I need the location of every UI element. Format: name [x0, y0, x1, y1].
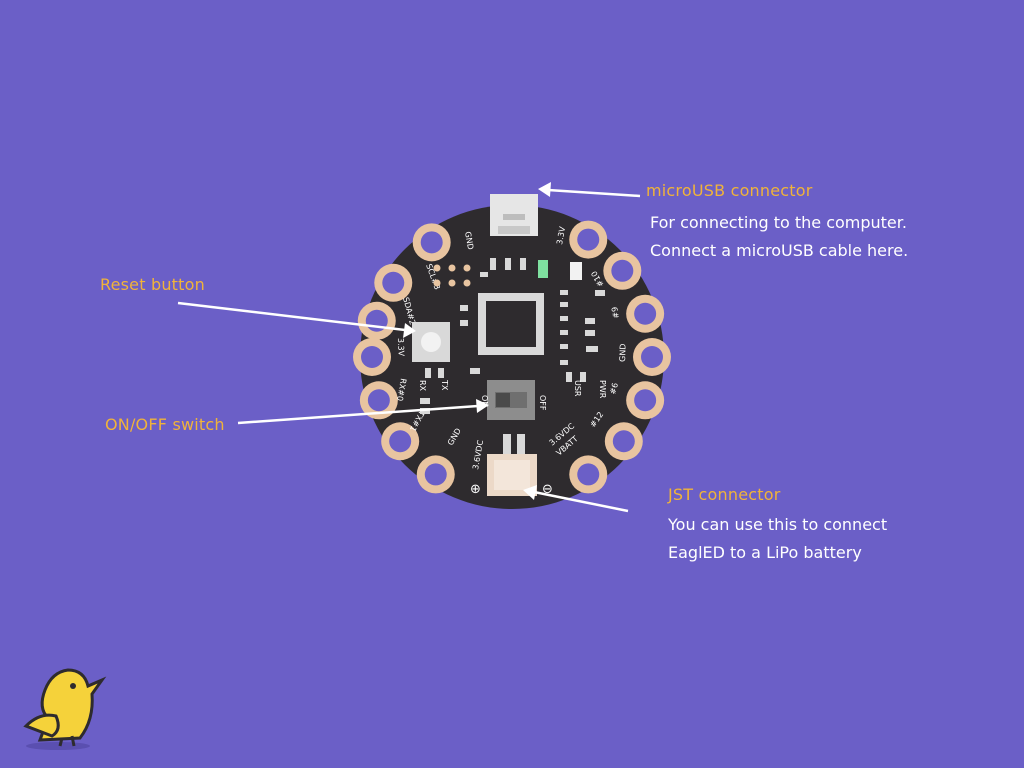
yellow-bird-icon — [23, 668, 107, 750]
microusb-line-1: For connecting to the computer. — [650, 213, 907, 232]
usr-label: USR — [573, 380, 582, 397]
plus-polarity: ⊕ — [470, 482, 481, 497]
pin-label: GND — [618, 343, 628, 362]
rx-label: RX — [418, 380, 427, 392]
pwr-label: PWR — [598, 380, 607, 399]
minus-polarity: ⊖ — [542, 482, 553, 497]
microusb-title: microUSB connector — [646, 181, 813, 200]
pin-label: GND — [463, 231, 475, 251]
board-pad-hole — [361, 346, 383, 368]
pin-label: #6 — [608, 382, 620, 396]
off-label: OFF — [538, 395, 547, 411]
board-pad-hole — [420, 231, 443, 254]
jst-line-1: You can use this to connect — [668, 515, 888, 534]
microusb-connector[interactable] — [490, 194, 538, 236]
pin-label: 3.3V — [396, 338, 406, 357]
flora-board: GND SCL#3 SDA#2 3.3V RX#0 TX#1 GND 3.6VD… — [353, 194, 671, 509]
reset-title: Reset button — [100, 275, 205, 294]
board-pad-hole — [641, 346, 663, 368]
pin-label: #9 — [610, 306, 621, 319]
board-pad-hole — [634, 302, 657, 325]
green-led — [538, 260, 548, 278]
microcontroller-chip — [478, 293, 544, 355]
onoff-switch[interactable] — [487, 380, 535, 420]
callout-arrows — [177, 182, 641, 513]
board-pad-hole — [634, 389, 657, 412]
reset-button[interactable] — [412, 322, 450, 362]
board-pad-hole — [424, 463, 447, 486]
switch-title: ON/OFF switch — [105, 415, 225, 434]
status-led — [570, 262, 582, 280]
on-label: ON — [480, 395, 489, 407]
tx-label: TX — [440, 379, 449, 391]
jst-line-2: EaglED to a LiPo battery — [668, 543, 862, 562]
board-pad-hole — [382, 271, 405, 294]
board-pad-hole — [389, 430, 412, 453]
board-pad-hole — [612, 430, 635, 453]
board-pad-hole — [611, 259, 634, 282]
test-pads — [433, 264, 471, 287]
board-pad-hole — [367, 389, 390, 412]
jst-title: JST connector — [668, 485, 781, 504]
pin-label: RX#0 — [395, 378, 408, 402]
microusb-line-2: Connect a microUSB cable here. — [650, 241, 909, 260]
board-pad-hole — [577, 463, 600, 486]
pin-label: 3.3V — [555, 225, 567, 245]
board-pad-hole — [577, 228, 600, 251]
